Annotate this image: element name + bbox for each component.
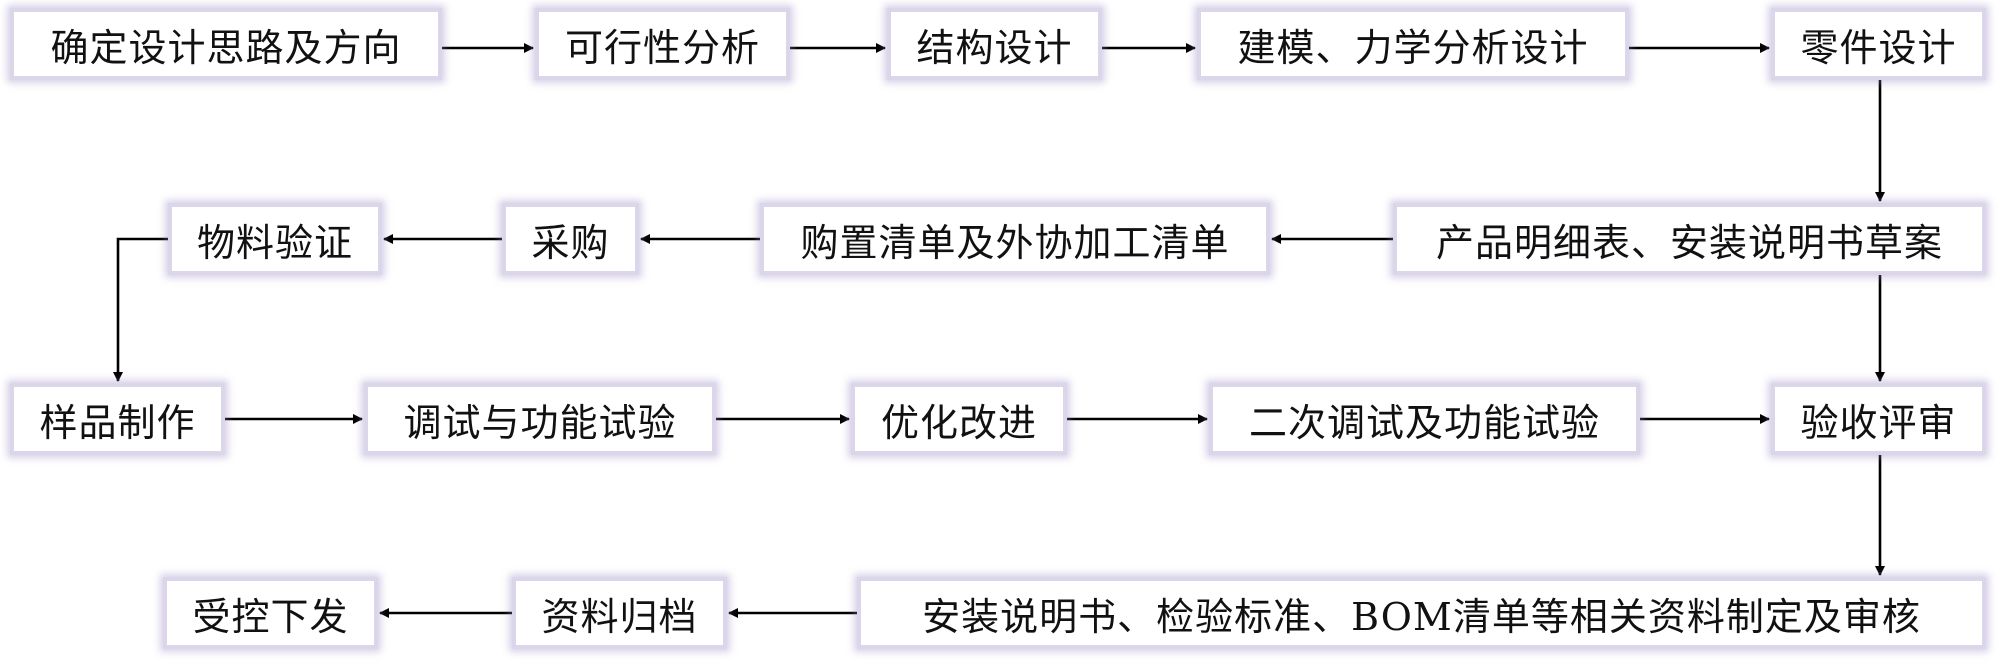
node-bom-draft: 产品明细表、安装说明书草案 (1393, 203, 1986, 275)
node-optimization: 优化改进 (851, 383, 1067, 455)
node-feasibility-analysis: 可行性分析 (535, 8, 790, 80)
node-procurement: 采购 (502, 203, 639, 275)
node-modeling-mechanics: 建模、力学分析设计 (1197, 8, 1629, 80)
node-design-direction: 确定设计思路及方向 (10, 8, 442, 80)
node-material-verification: 物料验证 (168, 203, 382, 275)
node-debug-test: 调试与功能试验 (364, 383, 716, 455)
node-acceptance-review: 验收评审 (1771, 383, 1986, 455)
node-sample-making: 样品制作 (10, 383, 225, 455)
node-documentation-review: 安装说明书、检验标准、BOM清单等相关资料制定及审核 (857, 577, 1986, 649)
arrow-n9-n10 (113, 237, 168, 382)
node-structural-design: 结构设计 (887, 8, 1102, 80)
node-part-design: 零件设计 (1771, 8, 1986, 80)
node-controlled-release: 受控下发 (163, 577, 378, 649)
node-second-debug-test: 二次调试及功能试验 (1209, 383, 1640, 455)
node-archiving: 资料归档 (512, 577, 727, 649)
node-purchase-list: 购置清单及外协加工清单 (760, 203, 1270, 275)
